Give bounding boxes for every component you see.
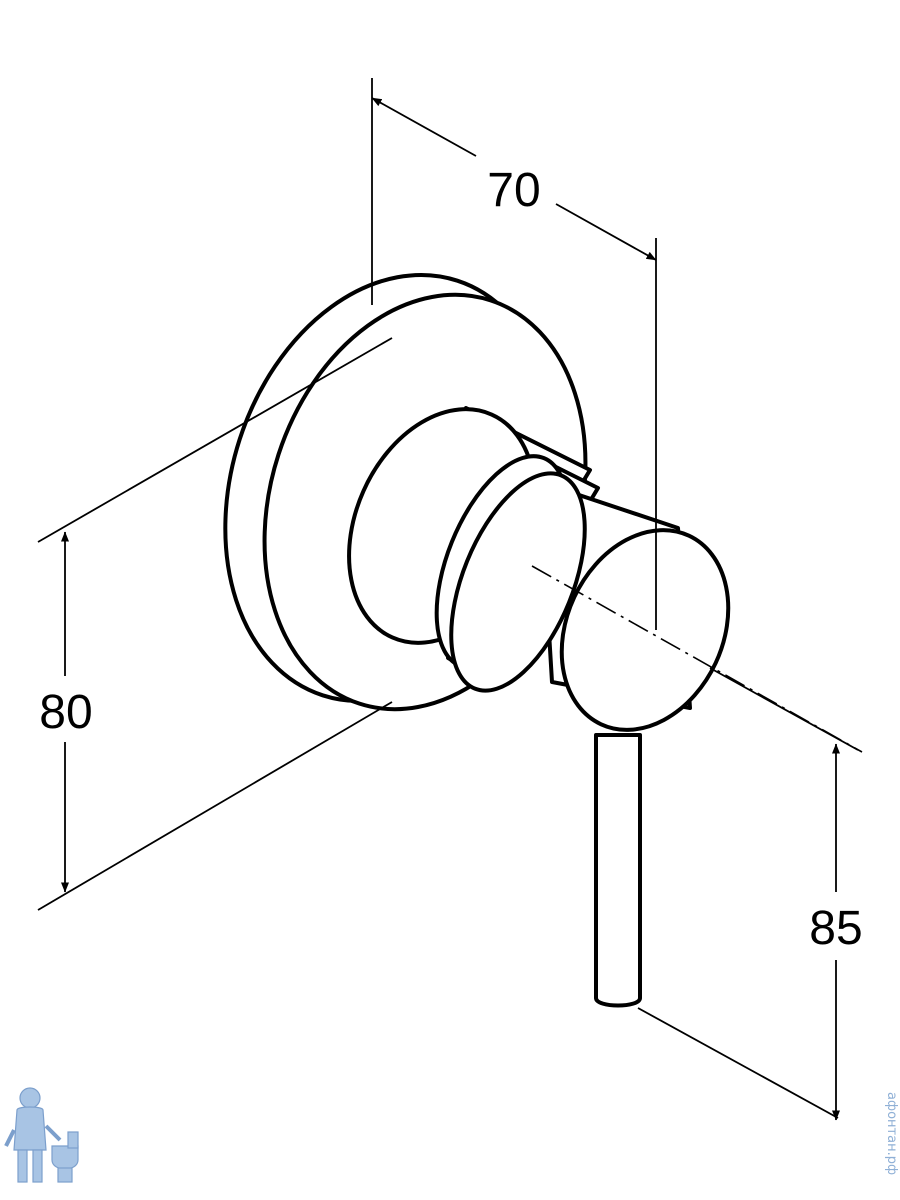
dimension-lever: 85 bbox=[809, 743, 863, 1121]
dimension-height: 80 bbox=[39, 531, 93, 893]
watermark-text: афонтан.рф bbox=[884, 1092, 899, 1175]
dimension-width-line-upper bbox=[371, 97, 477, 157]
plumber-mascot-icon bbox=[4, 1087, 79, 1183]
dimension-width: 70 bbox=[371, 97, 657, 261]
dimension-height-label: 80 bbox=[39, 686, 92, 739]
dimension-width-line-lower bbox=[555, 203, 657, 261]
dimension-lever-label: 85 bbox=[809, 902, 862, 955]
handle-back-edge bbox=[449, 471, 587, 693]
extension-lines bbox=[37, 78, 859, 1119]
mixer-body bbox=[223, 272, 731, 1008]
dimension-width-label: 70 bbox=[487, 164, 540, 217]
lever-stem bbox=[594, 733, 642, 1008]
